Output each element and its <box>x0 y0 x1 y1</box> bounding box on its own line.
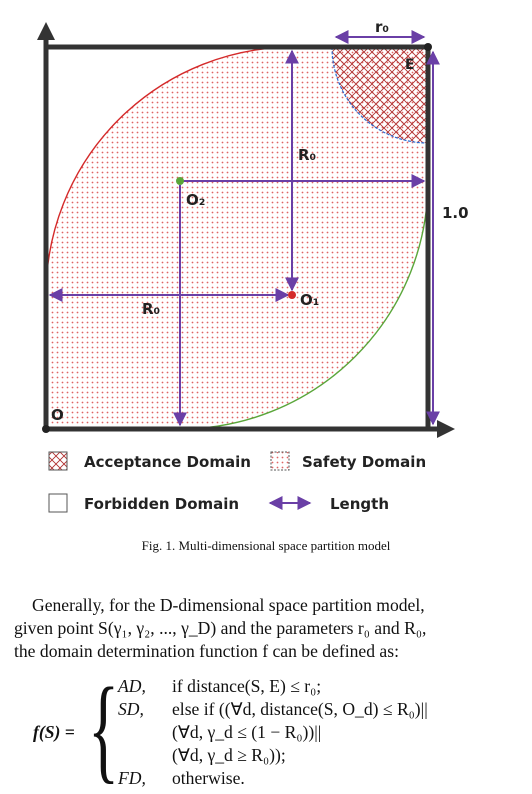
equation-row4-cond: (∀d, γ_d ≥ R₀)); <box>172 745 286 765</box>
legend-acceptance-label: Acceptance Domain <box>84 453 251 471</box>
legend-length-label: Length <box>330 495 389 513</box>
equation-row5-case: FD, <box>118 768 146 788</box>
label-R0-left: R₀ <box>142 300 160 318</box>
equation-row2-cond: else if ((∀d, distance(S, O_d) ≤ R₀)|| <box>172 699 428 719</box>
equation-row3-cond: (∀d, γ_d ≤ (1 − R₀))|| <box>172 722 322 742</box>
partition-figure: r₀ E R₀ O₂ 1.0 O₁ R₀ O Acceptance Domain… <box>37 18 469 513</box>
legend-safety-label: Safety Domain <box>302 453 426 471</box>
label-O1: O₁ <box>300 291 319 309</box>
label-r0: r₀ <box>375 18 389 36</box>
label-one: 1.0 <box>442 204 469 222</box>
equation-brace: { <box>88 663 120 794</box>
equation-row5-cond: otherwise. <box>172 768 245 788</box>
red-arc <box>45 46 295 296</box>
figure-caption: Fig. 1. Multi-dimensional space partitio… <box>141 538 391 553</box>
paragraph-line-3: the domain determination function f can … <box>14 641 399 661</box>
equation-lhs: f(S) = <box>33 722 75 742</box>
label-E: E <box>405 57 415 73</box>
point-O <box>42 425 50 433</box>
safety-domain-region <box>46 47 428 429</box>
domain-function-equation: f(S) = { AD, if distance(S, E) ≤ r₀; SD,… <box>0 663 532 794</box>
paragraph-line-2: given point S(γ₁, γ₂, ..., γ_D) and the … <box>14 618 427 638</box>
equation-row1-cond: if distance(S, E) ≤ r₀; <box>172 676 322 696</box>
legend-acceptance-swatch <box>48 451 68 471</box>
point-E <box>424 43 432 51</box>
green-arc <box>179 180 429 430</box>
acceptance-boundary-curve <box>331 46 429 144</box>
legend-safety-swatch <box>270 451 290 471</box>
equation-row1-case: AD, <box>118 676 146 696</box>
legend: Acceptance Domain Safety Domain Forbidde… <box>48 451 426 513</box>
label-R0-top: R₀ <box>298 146 316 164</box>
label-O2: O₂ <box>186 191 205 209</box>
paragraph-line-1: Generally, for the D-dimensional space p… <box>32 595 425 615</box>
body-paragraph: Generally, for the D-dimensional space p… <box>14 594 514 663</box>
point-O2 <box>176 177 184 185</box>
x-axis-arrow <box>437 420 455 438</box>
point-O1 <box>288 291 296 299</box>
equation-row2-case: SD, <box>118 699 144 719</box>
y-axis-arrow <box>37 22 55 40</box>
label-O: O <box>51 406 64 424</box>
legend-forbidden-label: Forbidden Domain <box>84 495 239 513</box>
acceptance-domain-region <box>332 47 428 143</box>
legend-forbidden-swatch <box>48 493 68 513</box>
